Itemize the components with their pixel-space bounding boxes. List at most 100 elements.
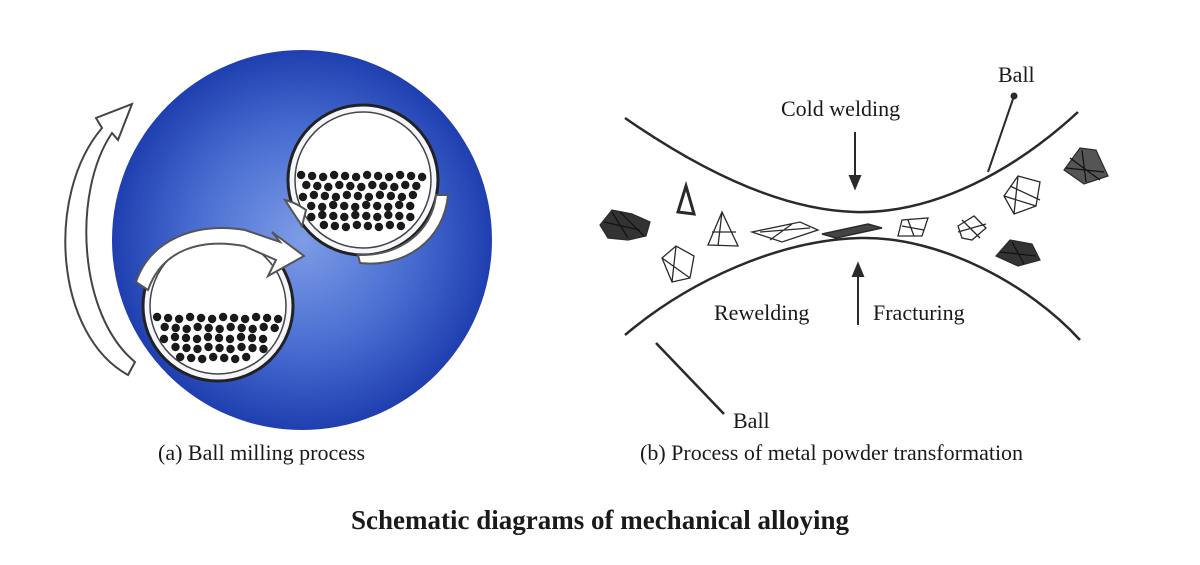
milling-ball — [185, 312, 195, 322]
milling-ball — [258, 334, 268, 344]
milling-ball — [417, 172, 427, 182]
milling-ball — [375, 190, 385, 200]
milling-ball — [373, 212, 382, 222]
milling-ball — [174, 314, 184, 324]
milling-ball — [204, 323, 213, 333]
milling-ball — [171, 342, 180, 352]
milling-ball — [209, 352, 218, 362]
milling-ball — [248, 324, 257, 334]
ball-label-bottom: Ball — [733, 408, 770, 433]
ball-bottom-leader — [655, 342, 725, 415]
ball-top-leader — [987, 95, 1015, 173]
caption-powder-transformation: (b) Process of metal powder transformati… — [640, 440, 1024, 465]
milling-ball — [192, 334, 202, 344]
vial-lower-balls — [152, 312, 283, 364]
milling-ball — [181, 333, 191, 343]
milling-ball — [362, 211, 371, 221]
milling-ball — [373, 171, 383, 181]
milling-ball — [374, 222, 384, 232]
milling-ball — [329, 211, 338, 221]
cold-welding-label: Cold welding — [781, 96, 901, 121]
caption-ball-milling: (a) Ball milling process — [158, 440, 366, 465]
milling-ball — [318, 202, 327, 212]
ball-surface-top — [624, 111, 1079, 214]
fracturing-label: Fracturing — [873, 300, 965, 325]
milling-ball — [229, 313, 239, 323]
milling-ball — [340, 201, 349, 211]
milling-ball — [357, 182, 366, 192]
milling-ball — [318, 172, 328, 182]
milling-ball — [313, 181, 322, 191]
milling-ball — [226, 344, 235, 354]
milling-ball — [335, 180, 344, 190]
milling-ball — [214, 333, 224, 343]
cold-welding-arrow — [848, 132, 862, 191]
milling-ball — [406, 171, 416, 181]
milling-ball — [207, 314, 217, 324]
powder-particle-2 — [676, 180, 697, 216]
ball-label-top: Ball — [998, 62, 1035, 87]
ball-surface-bottom — [624, 236, 1081, 341]
milling-ball — [340, 212, 349, 222]
fracturing-arrow — [851, 261, 865, 325]
milling-ball — [170, 332, 180, 342]
milling-ball — [220, 353, 229, 363]
powder-particle-7 — [897, 217, 929, 237]
milling-ball — [218, 312, 228, 322]
milling-ball — [163, 313, 173, 323]
milling-ball — [204, 342, 213, 352]
powder-particle-8 — [957, 215, 987, 241]
milling-ball — [196, 313, 206, 323]
milling-ball — [193, 344, 202, 354]
milling-ball — [231, 354, 240, 364]
milling-ball — [384, 210, 393, 220]
milling-ball — [329, 200, 338, 210]
powder-transformation-panel — [599, 92, 1109, 415]
milling-ball — [363, 221, 373, 231]
milling-ball — [307, 212, 316, 222]
milling-ball — [242, 352, 251, 362]
milling-ball — [412, 181, 421, 191]
milling-ball — [406, 201, 415, 211]
milling-ball — [397, 192, 407, 202]
planetary-disc — [112, 50, 492, 430]
milling-ball — [159, 334, 169, 344]
milling-ball — [320, 191, 330, 201]
milling-ball — [307, 171, 317, 181]
disc-rotation-arrow — [64, 102, 137, 377]
milling-ball — [225, 334, 235, 344]
milling-ball — [362, 170, 372, 180]
milling-ball — [341, 222, 351, 232]
powder-particle-1 — [599, 209, 651, 241]
milling-ball — [259, 322, 268, 332]
milling-ball — [351, 172, 361, 182]
vial-lower — [141, 229, 295, 383]
milling-ball — [329, 170, 339, 180]
milling-ball — [353, 191, 363, 201]
milling-ball — [330, 221, 340, 231]
milling-ball — [262, 313, 272, 323]
milling-ball — [386, 191, 396, 201]
milling-ball — [368, 180, 377, 190]
milling-ball — [176, 352, 185, 362]
milling-ball — [296, 170, 306, 180]
vial-lower-rotation-arrow — [134, 227, 306, 292]
milling-ball — [342, 190, 352, 200]
milling-ball — [340, 171, 350, 181]
milling-ball — [331, 192, 341, 202]
rewelding-label: Rewelding — [714, 300, 810, 325]
milling-ball — [319, 220, 329, 230]
milling-ball — [351, 210, 360, 220]
milling-ball — [193, 322, 202, 332]
milling-ball — [198, 354, 207, 364]
powder-particle-4 — [661, 245, 695, 283]
milling-ball — [309, 190, 319, 200]
milling-ball — [182, 343, 191, 353]
milling-ball — [385, 220, 395, 230]
milling-ball — [346, 181, 355, 191]
milling-ball — [236, 332, 246, 342]
milling-ball — [152, 312, 162, 322]
powder-particle-11 — [995, 239, 1041, 267]
milling-ball — [273, 314, 283, 324]
vial-upper-balls — [296, 170, 427, 232]
